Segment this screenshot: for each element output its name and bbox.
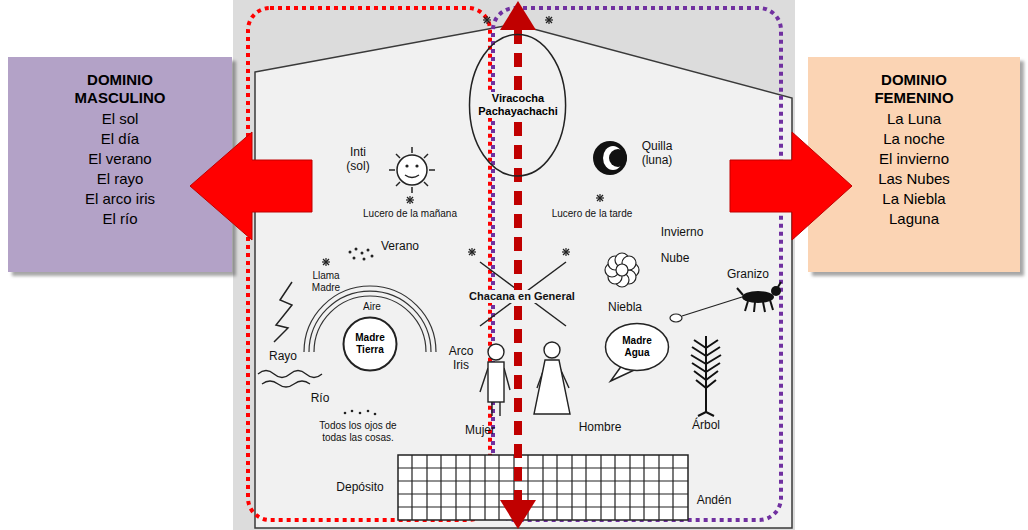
map-label: Aire <box>363 301 381 313</box>
domain-box: DOMINIO FEMENINOLa LunaLa nocheEl invier… <box>808 57 1020 272</box>
list-item: Las Nubes <box>878 169 950 189</box>
label-slot: Arco Iris <box>445 345 477 373</box>
list-item: La noche <box>883 129 945 149</box>
map-label: Verano <box>381 240 419 254</box>
water-bubble: Madre Agua <box>604 322 670 372</box>
label-slot: Depósito <box>336 481 383 495</box>
deity-oval: Viracocha Pachayachachi <box>468 33 567 178</box>
label-slot: Lucero de la tarde <box>552 208 633 220</box>
map-label: Llama Madre <box>308 270 344 293</box>
map-label: Invierno <box>661 226 704 240</box>
map-label: Inti (sol) <box>341 146 375 174</box>
map-label: Nube <box>661 252 690 266</box>
domain-box: DOMINIO MASCULINOEl solEl díaEl veranoEl… <box>8 57 232 272</box>
label-slot: Granizo <box>727 268 769 282</box>
label-slot: Quilla (luna) <box>635 140 679 168</box>
map-label: Hombre <box>579 421 622 435</box>
list-item: La Luna <box>887 109 941 129</box>
label-slot: Lucero de la mañana <box>363 208 457 220</box>
list-item: El día <box>101 129 139 149</box>
label-slot: Llama Madre <box>308 270 344 293</box>
list-item: El arco iris <box>85 189 155 209</box>
left-arrow <box>190 132 312 240</box>
map-label: Arco Iris <box>445 345 477 373</box>
map-label: Río <box>311 392 330 406</box>
label-slot: Mujer <box>465 424 495 438</box>
domain-heading: DOMINIO MASCULINO <box>55 71 185 107</box>
map-label: Niebla <box>608 301 642 315</box>
map-label: Depósito <box>336 481 383 495</box>
label-slot: Árbol <box>692 419 720 433</box>
label-slot: Nube <box>661 252 690 266</box>
label-slot: Invierno <box>661 226 704 240</box>
label-slot: Rayo <box>269 350 297 364</box>
map-label: Todos los ojos de todas las cosas. <box>311 420 405 443</box>
list-item: El verano <box>88 149 151 169</box>
label-slot: Río <box>311 392 330 406</box>
map-label: Rayo <box>269 350 297 364</box>
node-label: Madre Tierra <box>351 332 389 356</box>
map-label: Granizo <box>727 268 769 282</box>
node-label: Madre Agua <box>618 335 656 359</box>
label-slot: Inti (sol) <box>341 146 375 174</box>
map-label: Lucero de la tarde <box>552 208 633 220</box>
label-slot: Todos los ojos de todas las cosas. <box>311 420 405 443</box>
list-item: La Niebla <box>882 189 945 209</box>
list-item: El invierno <box>879 149 949 169</box>
map-label: Andén <box>697 494 732 508</box>
map-label: Quilla (luna) <box>635 140 679 168</box>
map-label: Árbol <box>692 419 720 433</box>
map-label: Lucero de la mañana <box>363 208 457 220</box>
label-slot: Aire <box>363 301 381 313</box>
label-slot: Andén <box>697 494 732 508</box>
list-item: El río <box>102 209 137 229</box>
label-slot: Niebla <box>608 301 642 315</box>
list-item: Laguna <box>889 209 939 229</box>
right-arrow <box>730 132 852 240</box>
label-slot: Hombre <box>579 421 622 435</box>
label-slot: Chacana en General <box>467 290 577 303</box>
list-item: El sol <box>102 109 139 129</box>
list-item: El rayo <box>97 169 144 189</box>
map-label: Mujer <box>465 424 495 438</box>
node-label: Viracocha Pachayachachi <box>475 92 561 118</box>
map-label: Chacana en General <box>467 290 577 303</box>
label-slot: Verano <box>381 240 419 254</box>
earth-circle: Madre Tierra <box>342 316 398 372</box>
domain-heading: DOMINIO FEMENINO <box>849 71 979 107</box>
